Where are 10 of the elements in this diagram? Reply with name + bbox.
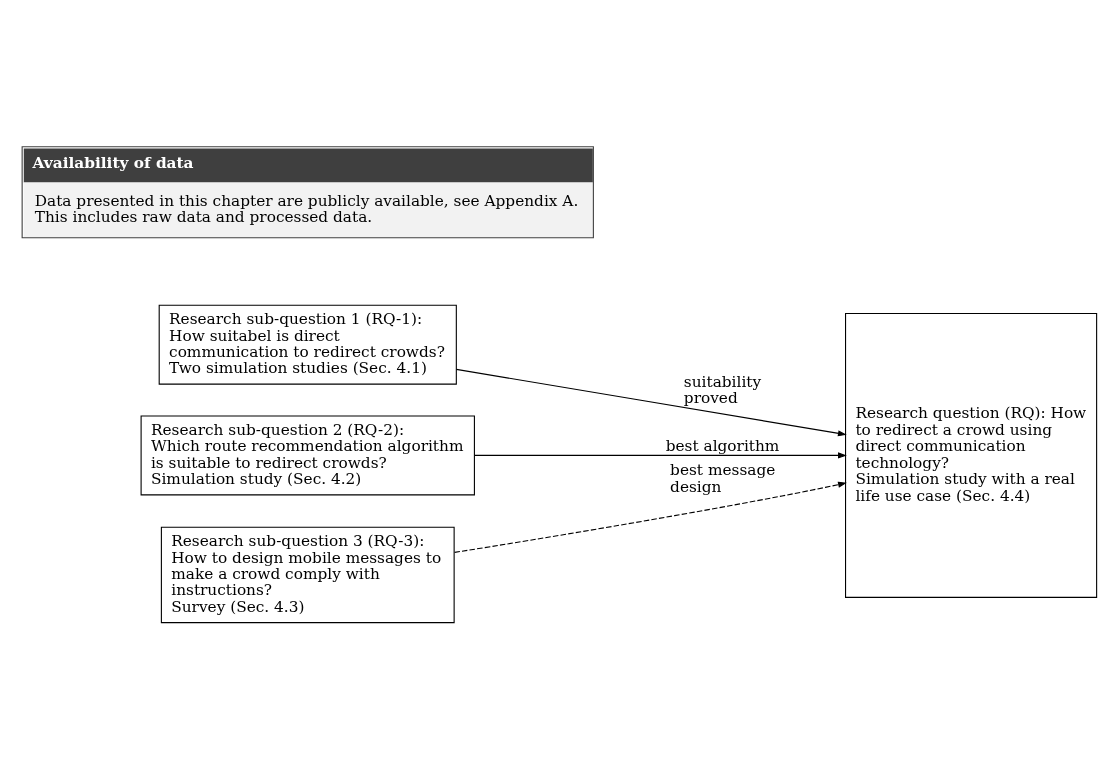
node-box: Research sub-question 2 (RQ-2): Which route recommendation algorithm is suitable to redirect crowds? Simulation study (Sec. 4.2) xyxy=(140,415,475,496)
arrow xyxy=(474,452,847,459)
edge-label: suitability proved xyxy=(683,372,762,407)
node-box: Research question (RQ): How to redirect a crowd using direct communication technology? Simulation study with a real life use case (Sec. 4.4) xyxy=(845,312,1098,598)
edge-label: best algorithm xyxy=(665,437,780,456)
edge-label: best message design xyxy=(670,461,776,496)
node-box: Research sub-question 3 (RQ-3): How to design mobile messages to make a crowd comply with instructions? Survey (Sec. 4.3) xyxy=(160,526,455,624)
node-box: Research sub-question 1 (RQ-1): How suitabel is direct communication to redirect crowds? Two simulation studies (Sec. 4.1) xyxy=(158,304,457,385)
arrow xyxy=(455,368,847,437)
arrow xyxy=(454,481,847,553)
